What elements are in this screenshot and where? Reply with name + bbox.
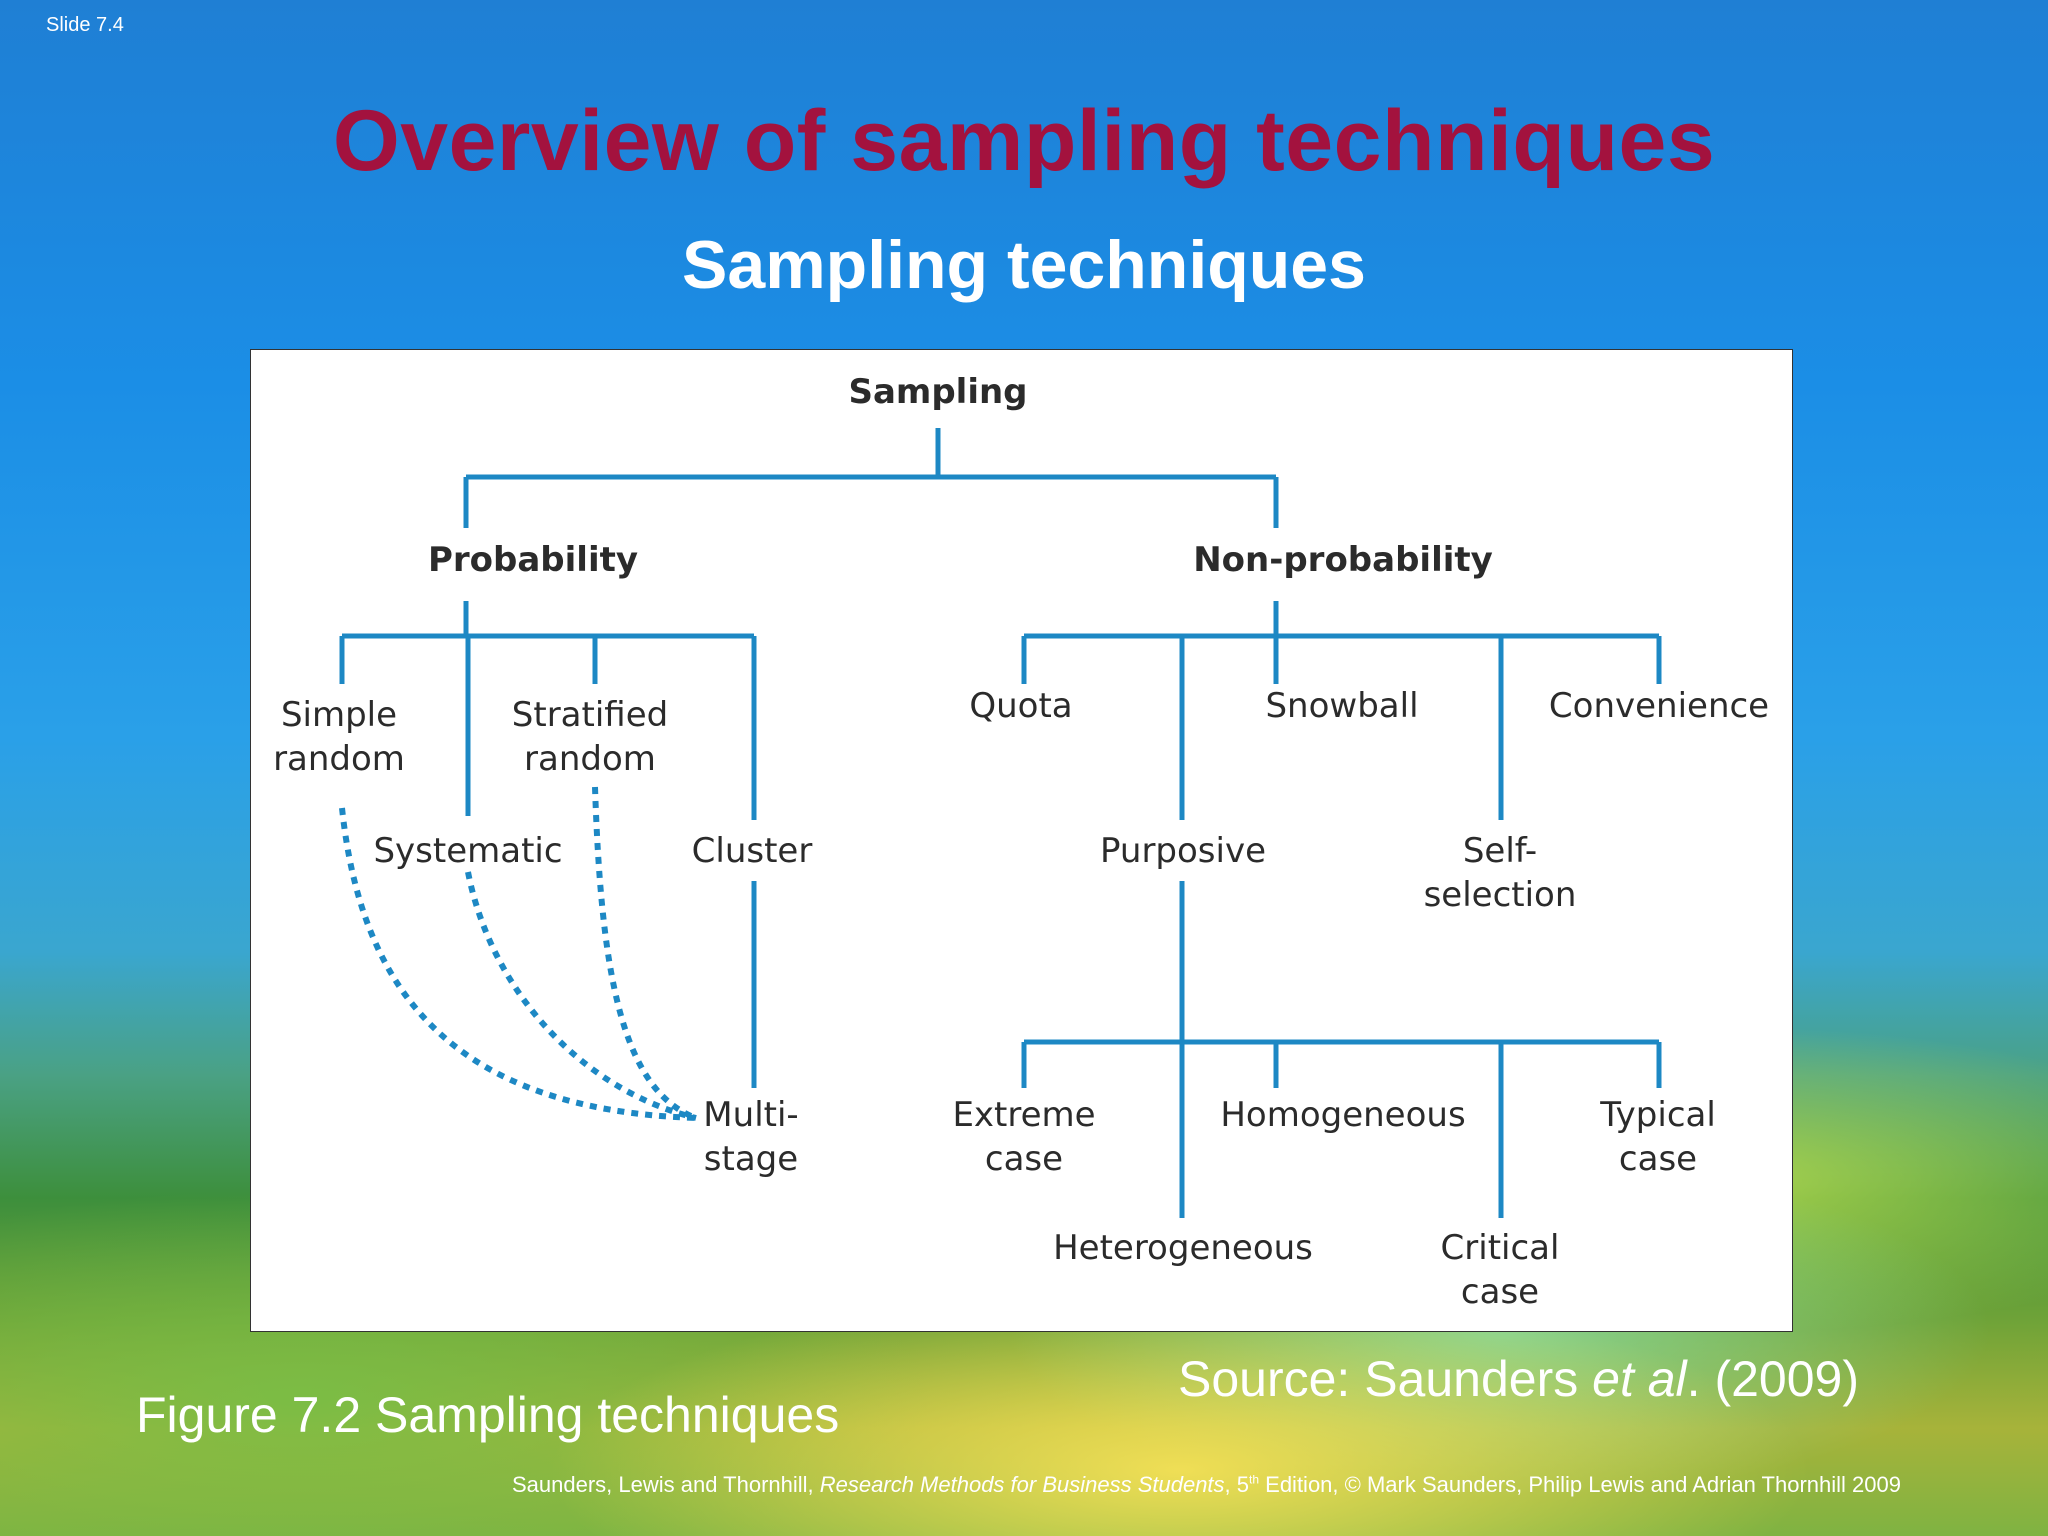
node-probability: Probability: [427, 540, 639, 580]
footer-book-title: Research Methods for Business Students: [819, 1472, 1225, 1497]
connector-root: [463, 428, 1279, 528]
source-citation: Source: Saunders et al. (2009): [1178, 1350, 1859, 1408]
node-extreme-case: Extreme case: [952, 1095, 1096, 1179]
node-convenience: Convenience: [1548, 686, 1770, 726]
node-simple-random: Simple random: [273, 695, 405, 779]
node-typical-case: Typical case: [1600, 1095, 1716, 1179]
connector-non-probability: [1021, 601, 1662, 820]
node-critical-case: Critical case: [1440, 1228, 1560, 1312]
node-snowball: Snowball: [1265, 686, 1419, 726]
node-purposive: Purposive: [1099, 831, 1267, 871]
source-italic: et al: [1592, 1351, 1687, 1407]
slide-number: Slide 7.4: [46, 14, 124, 36]
dotted-stratified-multistage: [592, 786, 698, 1121]
dotted-systematic-multistage: [465, 871, 697, 1121]
slide-subtitle: Sampling techniques: [682, 227, 1366, 303]
node-systematic: Systematic: [373, 831, 563, 871]
footer-authors: Saunders, Lewis and Thornhill,: [512, 1472, 820, 1497]
dotted-simple-random-multistage: [339, 807, 697, 1121]
footer-edition-suffix: th: [1249, 1472, 1260, 1487]
footer-copyright: Edition, © Mark Saunders, Philip Lewis a…: [1259, 1472, 1901, 1497]
node-self-selection: Self- selection: [1423, 831, 1577, 915]
slide-title: Overview of sampling techniques: [332, 93, 1716, 189]
node-multi-stage: Multi- stage: [703, 1095, 799, 1179]
node-non-probability: Non-probability: [1193, 540, 1493, 580]
source-suffix: . (2009): [1686, 1351, 1859, 1407]
figure-caption: Figure 7.2 Sampling techniques: [136, 1387, 840, 1443]
connector-probability: [339, 601, 757, 820]
node-heterogeneous: Heterogeneous: [1053, 1228, 1313, 1268]
footer-edition: , 5: [1224, 1472, 1250, 1497]
node-stratified-random: Stratified random: [511, 695, 669, 779]
sampling-diagram: Sampling Probability Non-probability Sim…: [250, 349, 1793, 1332]
node-cluster: Cluster: [691, 831, 813, 871]
footer-citation: Saunders, Lewis and Thornhill, Research …: [512, 1472, 1901, 1498]
node-homogeneous: Homogeneous: [1220, 1095, 1466, 1135]
node-sampling: Sampling: [848, 372, 1028, 412]
node-quota: Quota: [969, 686, 1073, 726]
diagram-connectors: [339, 428, 1662, 1218]
source-prefix: Source: Saunders: [1178, 1351, 1593, 1407]
connector-purposive: [1021, 881, 1662, 1218]
